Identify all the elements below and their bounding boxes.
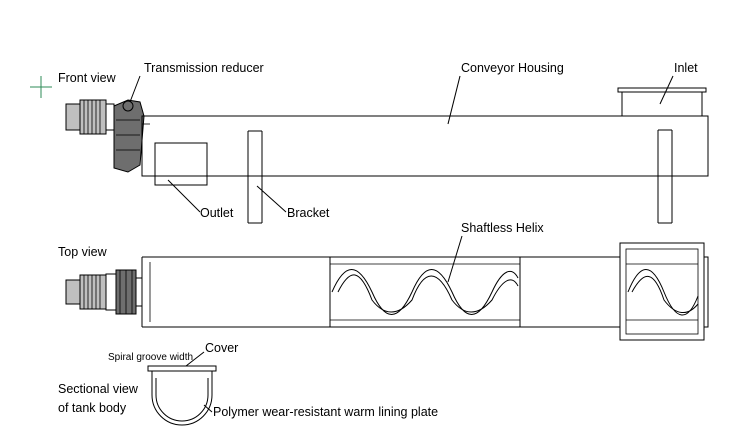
front-view-title: Front view [58,71,117,85]
crosshair-icon [30,76,52,98]
front-housing [141,115,709,177]
top-view-drawing [65,242,709,341]
spiral-groove-width-label: Spiral groove width [108,352,193,363]
conveyor-housing-label: Conveyor Housing [461,61,564,75]
top-reducer [105,269,143,315]
top-shaftless-helix [331,269,519,315]
front-bracket [247,130,263,224]
front-right-support [657,129,673,224]
sectional-view-title-line2: of tank body [58,401,127,415]
front-view-drawing [65,87,709,224]
sectional-view-title-line1: Sectional view [58,382,139,396]
front-motor [65,99,107,135]
front-reducer [105,99,145,173]
cover-label: Cover [205,341,238,355]
shaftless-helix-label: Shaftless Helix [461,221,544,235]
top-inlet-box [619,242,709,341]
front-inlet [617,87,707,116]
top-view-title: Top view [58,245,108,259]
top-trough [141,256,620,328]
bracket-label: Bracket [287,206,330,220]
inlet-label: Inlet [674,61,698,75]
outlet-label: Outlet [200,206,234,220]
transmission-reducer-label: Transmission reducer [144,61,264,75]
front-outlet [154,142,208,186]
lining-plate-label: Polymer wear-resistant warm lining plate [213,405,438,419]
sectional-view-drawing [147,365,217,426]
top-motor [65,274,107,310]
